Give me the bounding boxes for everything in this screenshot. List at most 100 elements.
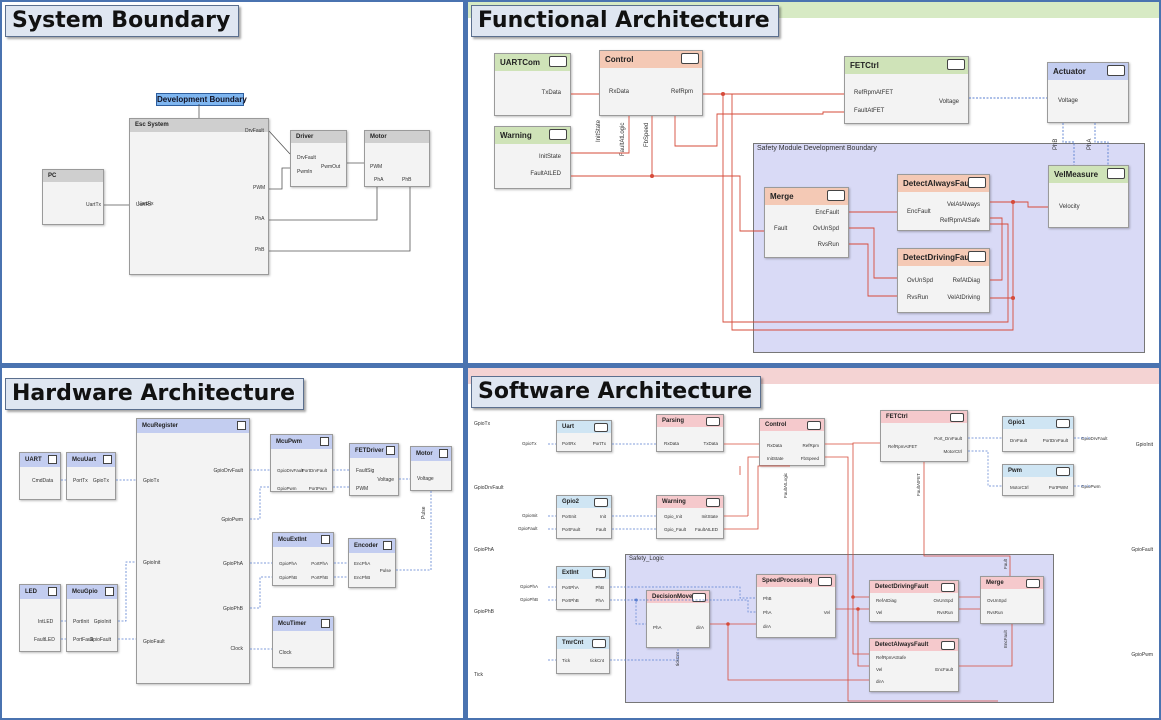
port-label: Voltage [377, 477, 394, 483]
port-label: dirA [763, 624, 772, 629]
port-label: RefRpmAtSafe [876, 655, 907, 660]
block-icon [692, 593, 706, 602]
port-label: EncPhA [354, 561, 371, 566]
mcupwm-block[interactable]: McuPwm GpioDrvFault GpioPwm PortDrvFault… [270, 434, 333, 492]
motor-block[interactable]: Motor Voltage [410, 446, 452, 491]
port-label: dirA [876, 679, 885, 684]
port-label: RefRpmAtFET [854, 90, 894, 96]
uartcom-block[interactable]: UARTCom TxData [494, 53, 571, 116]
block-icon [594, 498, 608, 507]
block-title: Esc System [130, 119, 268, 132]
port-label: FaultAtLED [694, 527, 718, 532]
mcutimer-block[interactable]: McuTimer Clock [272, 616, 334, 668]
port-label: GpioFault [518, 526, 538, 531]
port-label: InitState [701, 514, 718, 519]
pwm-block[interactable]: Pwm MotorCtrl PortPWM [1002, 464, 1074, 496]
fetctrl-block[interactable]: FETCtrl RefRpmAtFET Port_DrvFault MotorC… [880, 410, 968, 462]
port-label: RvsRun [936, 610, 953, 615]
port-label: GpioFault [89, 637, 111, 643]
block-icon [941, 583, 955, 592]
port-label: GpioInit [93, 619, 111, 625]
mcuextint-block[interactable]: McuExtInt GpioPhA GpioPhB PortPhA PortPh… [272, 532, 334, 586]
merge-block[interactable]: Merge EncFault OvUnSpd Fault RvsRun [764, 187, 849, 258]
block-title: SpeedProcessing [757, 575, 835, 587]
detect-driving-fault-block[interactable]: DetectDrivingFault RefAtDiag Vel OvUnSpd… [869, 580, 959, 622]
uart-block[interactable]: Uart PortRx PortTx [556, 420, 612, 452]
port-label: RefRpmAtFET [888, 444, 918, 449]
actuator-block[interactable]: Actuator Voltage [1047, 62, 1129, 123]
led-block[interactable]: LED IntLED FaultLED [19, 584, 61, 652]
port-label: EncFault [907, 209, 931, 215]
warning-block[interactable]: Warning Gpio_Init Gpio_Fault InitState F… [656, 495, 724, 539]
port-label: VelAtAlways [946, 202, 980, 208]
port-label: PhB [595, 585, 604, 590]
control-block[interactable]: Control RxData RefRpm [599, 50, 703, 116]
pc-block[interactable]: PC UartTx [42, 169, 104, 225]
block-title: McuGpio [67, 585, 117, 599]
io-gpio-fault: GpioFault [1131, 547, 1153, 553]
driver-block[interactable]: Driver DrvFault PwmIn PwmOut [290, 130, 347, 187]
block-title: Driver [291, 131, 346, 143]
block-icon [592, 639, 606, 648]
control-block[interactable]: Control RxData InitState RefRpm FbSpeed [759, 418, 825, 466]
port-label: FaultAtFET [854, 108, 885, 114]
port-label: PortFault [562, 527, 581, 532]
software-wires [548, 437, 1090, 702]
block-icon [950, 413, 964, 422]
tmrcnt-block[interactable]: TmrCnt Tick tickCnt [556, 636, 610, 674]
detect-always-fault-block[interactable]: DetectAlwaysFault RefRpmAtSafe Vel dirA … [869, 638, 959, 692]
esc-system-block[interactable]: Esc System UartRx [129, 118, 269, 275]
port-label: PortInit [562, 514, 577, 519]
block-icon [1107, 65, 1125, 76]
block-title: McuPwm [271, 435, 332, 449]
port-label: OvUnSpd [907, 278, 934, 284]
encoder-block[interactable]: Encoder EncPhA EncPhB Pulse [348, 538, 396, 588]
motor-block[interactable]: Motor PWM PhA PhB [364, 130, 430, 187]
extint-block[interactable]: ExtInt PortPhA PortPhB PhB PhA [556, 566, 610, 610]
port-label: EncPhB [354, 575, 371, 580]
gpio1-block[interactable]: Gpio1 DrvFault PortDrvFault [1002, 416, 1074, 452]
parsing-block[interactable]: Parsing RxData TxData [656, 414, 724, 452]
port-label: InitState [538, 154, 561, 160]
port-label: PortPhB [562, 598, 579, 603]
mcuuart-block[interactable]: McuUart PortTx GpioTx [66, 452, 116, 500]
gpio2-block[interactable]: Gpio2 PortInit PortFault Init Fault [556, 495, 612, 539]
port-label: RefRpmAtSafe [939, 218, 980, 224]
port-label: GpioPhA [279, 561, 298, 566]
block-title: Pwm [1003, 465, 1073, 477]
port-label: GpioInit [522, 513, 538, 518]
port-label: PhA [374, 177, 384, 183]
mcuregister-block[interactable]: McuRegister GpioTx GpioInit GpioFault Gp… [136, 418, 250, 684]
port-label: TxData [703, 441, 718, 446]
port-label: RefAtDiag [876, 598, 897, 603]
block-icon [706, 498, 720, 507]
detect-driving-fault-block[interactable]: DetectDrivingFault OvUnSpd RefAtDiag Rvs… [897, 248, 990, 313]
port-label: Voltage [1058, 98, 1079, 104]
port-label: PortFault [73, 637, 94, 643]
block-title: FETCtrl [881, 411, 967, 423]
merge-block[interactable]: Merge OvUnSpd RvsRun [980, 576, 1044, 624]
fetctrl-block[interactable]: FETCtrl RefRpmAtFET FaultAtFET Voltage [844, 56, 969, 124]
port-label: Port_DrvFault [934, 436, 962, 441]
block-title: FETCtrl [845, 57, 968, 74]
speedprocessing-block[interactable]: SpeedProcessing PhB PhA dirA Vel [756, 574, 836, 638]
block-title: Control [600, 51, 702, 68]
port-label: Velocity [1059, 204, 1080, 210]
uart-block[interactable]: UART CmdData [19, 452, 61, 500]
warning-block[interactable]: Warning InitState FaultAtLED [494, 126, 571, 189]
block-icon [807, 421, 821, 430]
io-gpio-phb: GpioPhB [474, 609, 495, 615]
detect-always-fault-block[interactable]: DetectAlwaysFault EncFault VelAtAlways R… [897, 174, 990, 231]
port-label: UartRx [136, 202, 152, 208]
mcugpio-block[interactable]: McuGpio PortInit PortFault GpioInit Gpio… [66, 584, 118, 652]
velmeasure-block[interactable]: VelMeasure Velocity [1048, 165, 1129, 228]
port-label: VelAtDriving [947, 295, 980, 301]
port-label: CmdData [32, 478, 54, 484]
block-icon [549, 56, 567, 67]
fetdriver-block[interactable]: FETDriver FaultSig PWM Voltage [349, 443, 399, 496]
block-icon [320, 437, 329, 446]
block-icon [237, 421, 246, 430]
port-label: PortInit [73, 619, 89, 625]
port-label: DrvFault [1010, 438, 1028, 443]
port-label: PortPhA [562, 585, 579, 590]
